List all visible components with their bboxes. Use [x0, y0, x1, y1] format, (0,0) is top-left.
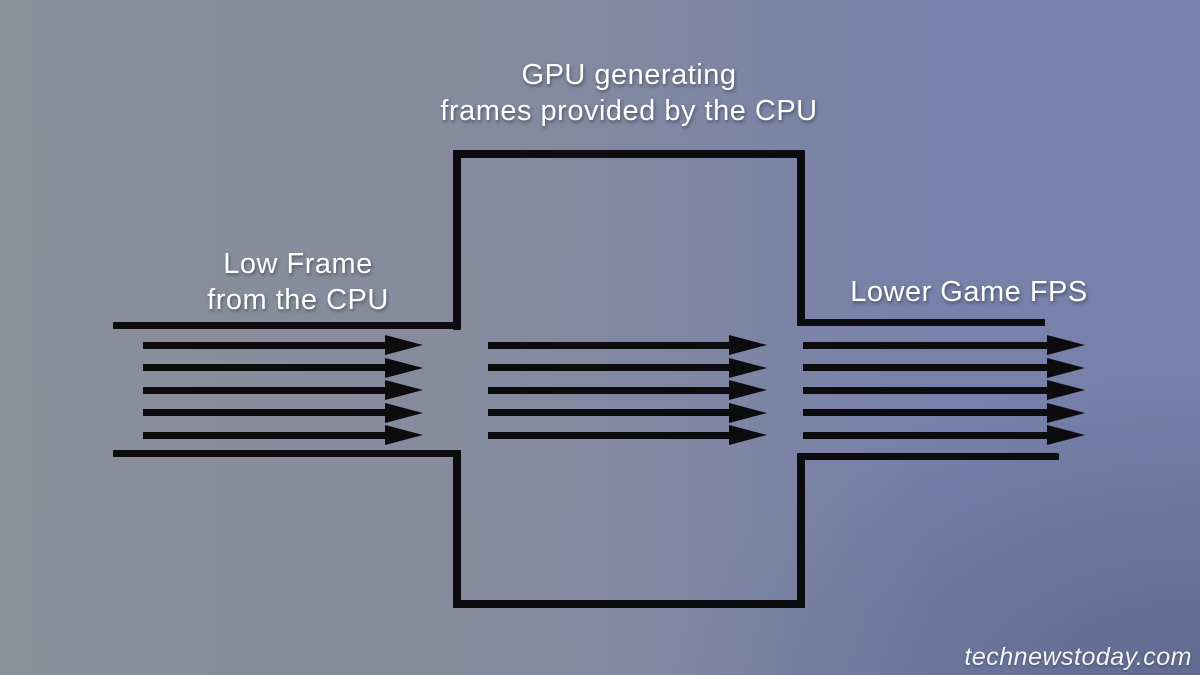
flow-arrow	[488, 402, 767, 423]
flow-arrow	[143, 357, 423, 378]
fps-output-label: Lower Game FPS	[850, 276, 1088, 308]
gpu-box-right-edge-upper	[797, 150, 805, 323]
arrow-shaft	[488, 409, 733, 416]
arrow-head-icon	[385, 335, 423, 355]
cpu-output-label: Low Frame from the CPU	[148, 246, 448, 318]
left-channel-top-line	[113, 322, 460, 329]
arrow-shaft	[803, 386, 1051, 394]
flow-arrow	[143, 380, 423, 400]
arrow-group-game-fps	[803, 335, 1085, 445]
arrow-head-icon	[385, 357, 423, 378]
arrow-head-icon	[729, 357, 767, 378]
arrow-head-icon	[729, 425, 767, 445]
arrow-head-icon	[385, 425, 423, 445]
arrow-shaft	[803, 341, 1051, 349]
left-channel-bottom-line	[113, 450, 460, 457]
cpu-output-label-line1: Low Frame	[223, 248, 373, 280]
flow-arrow	[803, 402, 1085, 423]
arrow-shaft	[803, 409, 1051, 416]
arrow-head-icon	[385, 402, 423, 423]
arrow-shaft	[803, 364, 1051, 371]
flow-arrow	[143, 402, 423, 423]
gpu-box-left-edge-lower	[453, 450, 461, 608]
flow-arrow	[803, 425, 1085, 445]
flow-arrow	[488, 380, 767, 400]
flow-arrow	[803, 335, 1085, 355]
flow-arrow	[803, 380, 1085, 400]
arrow-shaft	[143, 386, 389, 394]
arrow-shaft	[488, 431, 733, 439]
gpu-box-top-line	[453, 150, 805, 158]
arrow-head-icon	[1047, 425, 1085, 445]
arrow-shaft	[488, 386, 733, 394]
arrow-head-icon	[729, 402, 767, 423]
arrow-group-gpu-processing	[488, 335, 767, 445]
flow-arrow	[488, 425, 767, 445]
arrow-shaft	[803, 431, 1051, 439]
arrow-head-icon	[385, 380, 423, 400]
flow-arrow	[143, 425, 423, 445]
arrow-shaft	[488, 364, 733, 371]
arrow-head-icon	[729, 335, 767, 355]
gpu-box-label: GPU generating frames provided by the CP…	[379, 57, 879, 129]
arrow-head-icon	[729, 380, 767, 400]
gpu-box-label-line2: frames provided by the CPU	[440, 95, 818, 127]
arrow-head-icon	[1047, 380, 1085, 400]
arrow-shaft	[143, 341, 389, 349]
gpu-box-label-line1: GPU generating	[521, 59, 737, 91]
right-channel-bottom-line	[797, 453, 1059, 460]
arrow-shaft	[488, 341, 733, 349]
arrow-group-cpu-frames	[143, 335, 423, 445]
gpu-box-right-edge-lower	[797, 453, 805, 608]
arrow-shaft	[143, 409, 389, 416]
flow-arrow	[488, 357, 767, 378]
arrow-head-icon	[1047, 357, 1085, 378]
flow-arrow	[488, 335, 767, 355]
arrow-head-icon	[1047, 402, 1085, 423]
gpu-box-left-edge-upper	[453, 150, 461, 330]
arrow-shaft	[143, 431, 389, 439]
watermark: technewstoday.com	[964, 643, 1192, 671]
right-channel-top-line	[797, 319, 1045, 326]
arrow-shaft	[143, 364, 389, 371]
flow-arrow	[143, 335, 423, 355]
arrow-head-icon	[1047, 335, 1085, 355]
gpu-box-bottom-line	[453, 600, 805, 608]
flow-arrow	[803, 357, 1085, 378]
cpu-output-label-line2: from the CPU	[207, 284, 389, 316]
